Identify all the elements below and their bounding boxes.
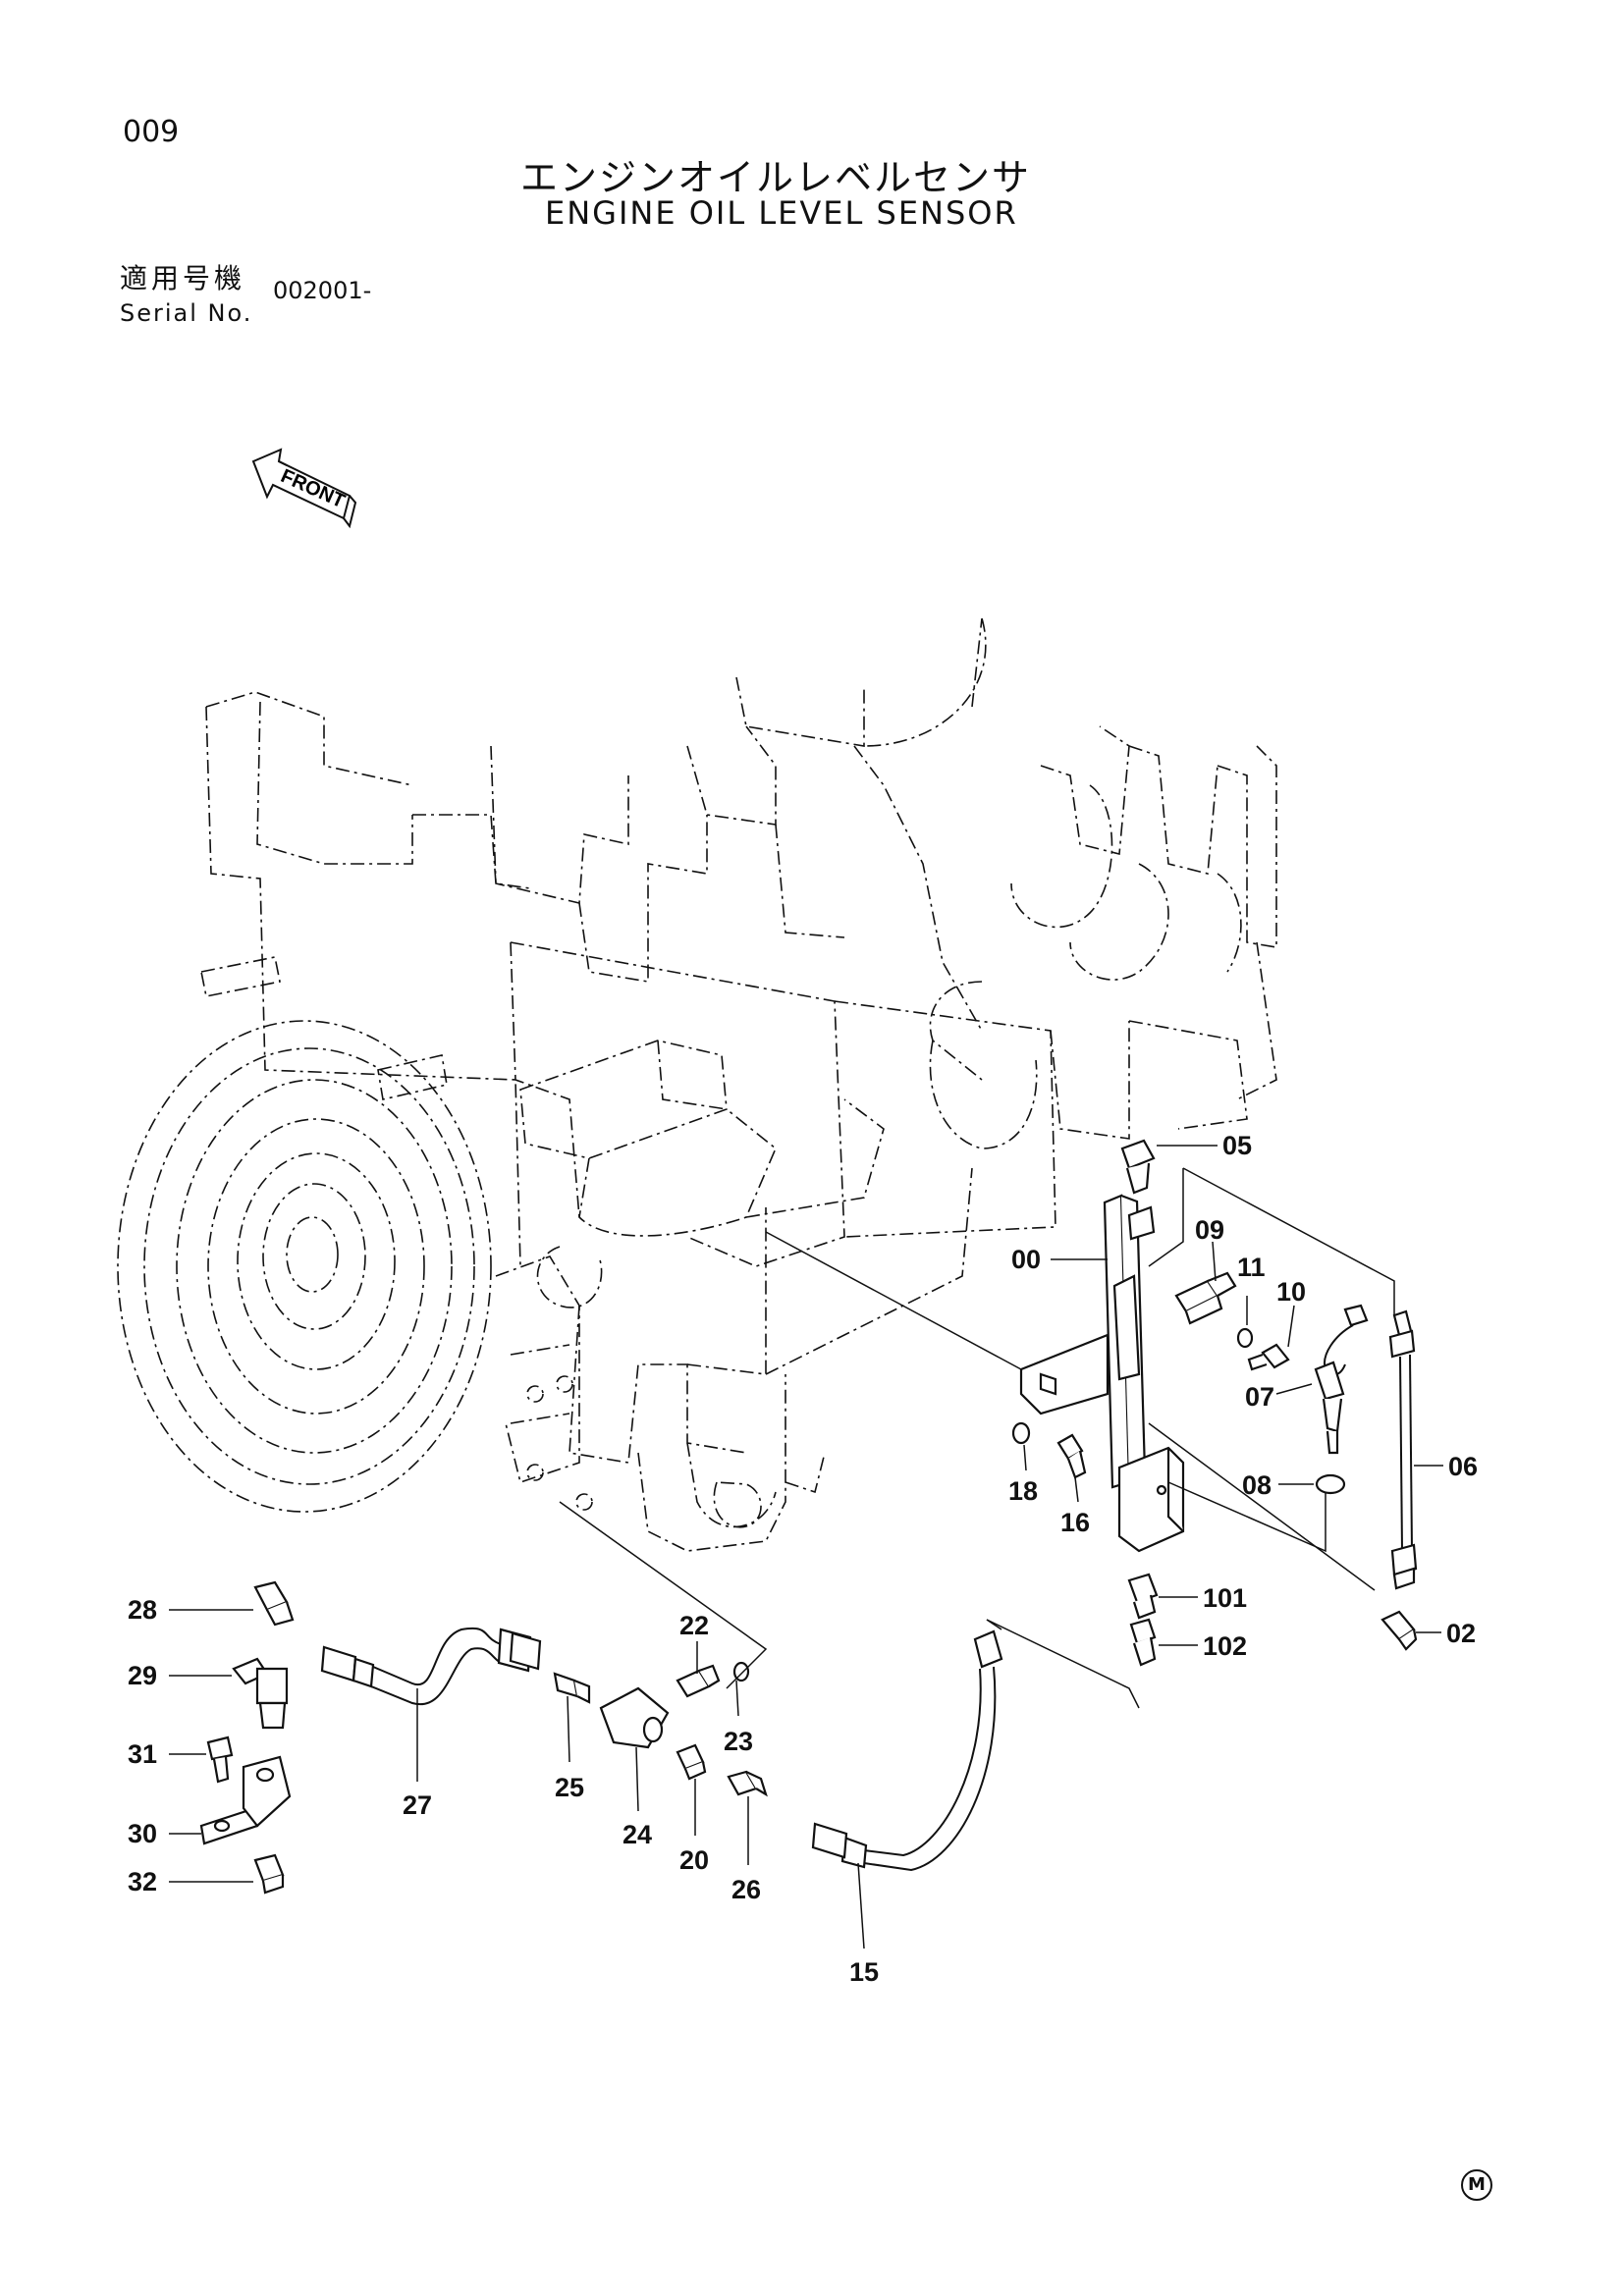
callout-24: 24 [623,1820,652,1849]
callout-25: 25 [555,1773,584,1802]
callout-09: 09 [1195,1215,1224,1245]
part-28-elbow [253,1580,295,1627]
callout-leaders [169,1145,1443,1949]
part-101-fitting [1127,1573,1159,1620]
part-32-nut [253,1853,285,1895]
front-arrow-icon: FRONT [251,448,357,529]
leader-engine-to-bracket [765,1231,1022,1370]
front-arrow-label: FRONT [278,465,349,512]
part-24-tee [599,1686,670,1749]
part-16-washer [1011,1421,1031,1445]
callout-18: 15 [849,1957,879,1987]
callout-29: 29 [128,1661,157,1690]
part-11-washer [1236,1327,1254,1349]
callout-23: 23 [724,1727,753,1756]
part-102-fitting [1129,1618,1157,1667]
engine-block-outline [205,617,1277,1552]
callout-32: 32 [128,1867,157,1896]
callout-20: 20 [679,1845,709,1875]
callout-27: 27 [403,1790,432,1820]
serial-label-english: Serial No. [120,299,253,327]
callout-06: 06 [1448,1452,1478,1481]
callout-30: 30 [128,1819,157,1848]
leader-pipe-top [1182,1167,1395,1315]
part-18-hose [811,1619,1140,1872]
part-10-bolt [1247,1343,1290,1371]
title-japanese: エンジンオイルレベルセンサ [520,156,1032,199]
part-06-pipe [1388,1309,1418,1590]
callout-101: 101 [1203,1583,1247,1613]
part-22-fitting [676,1664,721,1698]
part-31-bolt [206,1735,234,1784]
flywheel-housing [117,956,492,1513]
leader-sensor-to-02 [1148,1422,1376,1591]
part-26-fitting [727,1770,768,1797]
part-25-fitting [553,1672,591,1704]
callout-15: 16 [1060,1508,1090,1537]
part-29-union [232,1657,289,1730]
callout-28: 28 [128,1595,157,1625]
page-number: 009 [123,115,180,149]
callout-22: 22 [679,1611,709,1640]
callout-07: 07 [1245,1382,1274,1412]
callout-10: 10 [1276,1277,1306,1307]
callout-05: 05 [1222,1131,1252,1160]
serial-number-range: 002001- [273,277,372,304]
leader-center-group [559,1501,768,1689]
leader-sensor-link [1167,1481,1326,1553]
part-07-level-sensor [1314,1304,1369,1455]
sensor-bracket-assembly [1019,1139,1185,1553]
part-15-bolt [1056,1433,1087,1479]
title-english: ENGINE OIL LEVEL SENSOR [545,194,1018,232]
callout-16: 18 [1008,1476,1038,1506]
callout-26: 26 [731,1875,761,1904]
part-27-hose [320,1627,542,1706]
callout-11: 11 [1237,1253,1266,1282]
serial-label-japanese: 適用号機 [120,262,246,294]
part-20-plug [676,1743,707,1781]
maker-mark-icon: M [1461,2169,1492,2201]
part-09-switch [1174,1271,1237,1325]
leader-bracket-top [1148,1168,1184,1267]
callout-31: 31 [128,1739,157,1769]
callout-08: 08 [1242,1470,1272,1500]
callout-00: 00 [1011,1245,1041,1274]
part-08-washer [1315,1473,1346,1495]
callout-102: 102 [1203,1631,1247,1661]
part-30-clamp [199,1755,292,1845]
callout-02: 02 [1446,1619,1476,1648]
part-02-elbow [1380,1610,1418,1651]
